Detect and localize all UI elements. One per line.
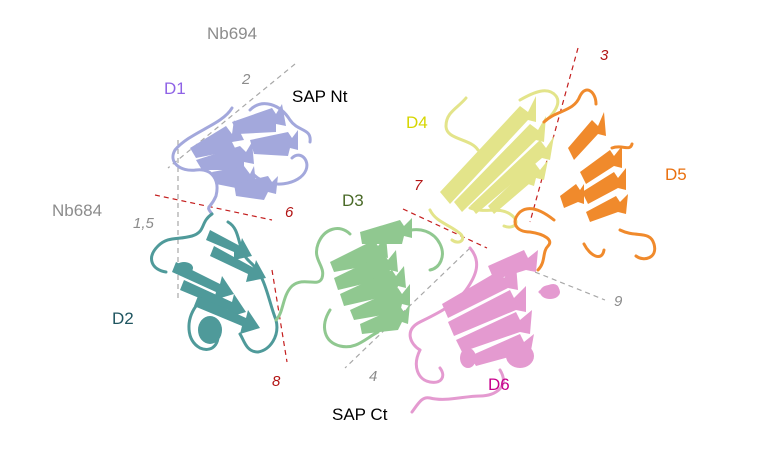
interface-number-8: 8 [272, 373, 281, 390]
domain-label-d5: D5 [665, 165, 687, 184]
interface-number-7: 7 [414, 177, 423, 194]
domain-label-d2: D2 [112, 309, 134, 328]
interface-number-4: 4 [369, 368, 378, 385]
n-terminus-label: SAP Nt [292, 87, 348, 106]
interface-line-9 [509, 261, 606, 301]
domain-label-d4: D4 [406, 113, 428, 132]
domain-d5-ribbon [513, 88, 657, 272]
grey-interface-lines [167, 63, 606, 369]
domain-label-d3: D3 [342, 191, 364, 210]
nanobody-label-nb684: Nb684 [52, 201, 103, 220]
domain-d2-ribbon [150, 212, 279, 354]
interface-number-3: 3 [600, 47, 609, 64]
domain-label-d1: D1 [164, 79, 186, 98]
domain-d6-ribbon [408, 246, 560, 414]
domain-label-d6: D6 [488, 375, 510, 394]
domain-d4-ribbon [428, 89, 560, 244]
domain-d1-ribbon [171, 102, 312, 216]
interface-line-7 [402, 208, 488, 249]
domain-d3-ribbon [274, 218, 444, 349]
interface-number-6: 6 [285, 204, 294, 221]
interface-number-1-5: 1,5 [133, 215, 154, 232]
interface-number-2: 2 [242, 71, 251, 88]
interface-line-4 [344, 247, 471, 369]
nanobody-label-nb694: Nb694 [207, 24, 258, 43]
interface-line-3 [529, 47, 579, 223]
interface-number-9: 9 [614, 293, 623, 310]
c-terminus-label: SAP Ct [332, 405, 388, 424]
interface-line-6 [154, 194, 273, 221]
interface-line-2 [167, 63, 296, 169]
